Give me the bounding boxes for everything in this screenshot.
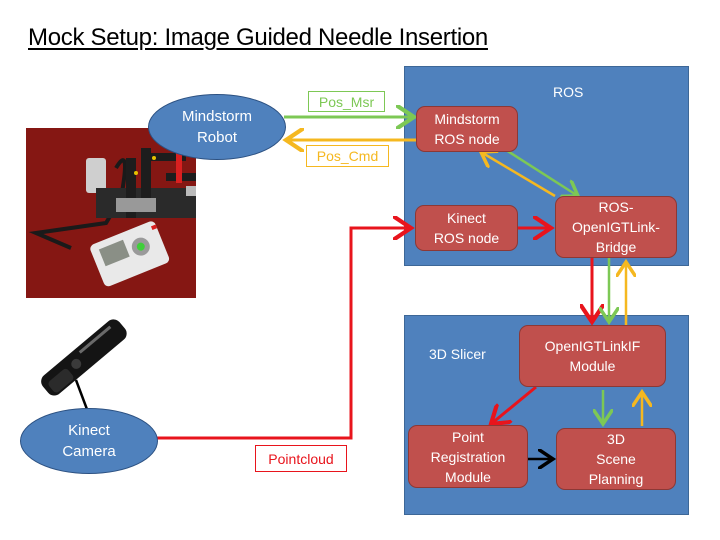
mindstorm-robot-ellipse[interactable]: Mindstorm Robot [148, 94, 286, 160]
pointcloud-label: Pointcloud [255, 445, 347, 472]
point-registration-module-node[interactable]: Point Registration Module [408, 425, 528, 488]
openigtlinkif-module-node[interactable]: OpenIGTLinkIF Module [519, 325, 666, 387]
scene-planning-node[interactable]: 3D Scene Planning [556, 428, 676, 490]
kinect-camera-ellipse[interactable]: Kinect Camera [20, 408, 158, 474]
slide-title: Mock Setup: Image Guided Needle Insertio… [28, 24, 488, 51]
pos-cmd-label: Pos_Cmd [306, 145, 389, 167]
slicer-container-label: 3D Slicer [429, 346, 486, 362]
kinect-ros-node[interactable]: Kinect ROS node [415, 205, 518, 251]
mindstorm-ros-node[interactable]: Mindstorm ROS node [416, 106, 518, 152]
kinect-sensor-photo [22, 318, 132, 408]
pos-msr-label: Pos_Msr [308, 91, 385, 112]
lego-robot-photo [26, 128, 196, 298]
ros-container-label: ROS [553, 84, 584, 100]
ros-openigtlink-bridge-node[interactable]: ROS- OpenIGTLink- Bridge [555, 196, 677, 258]
